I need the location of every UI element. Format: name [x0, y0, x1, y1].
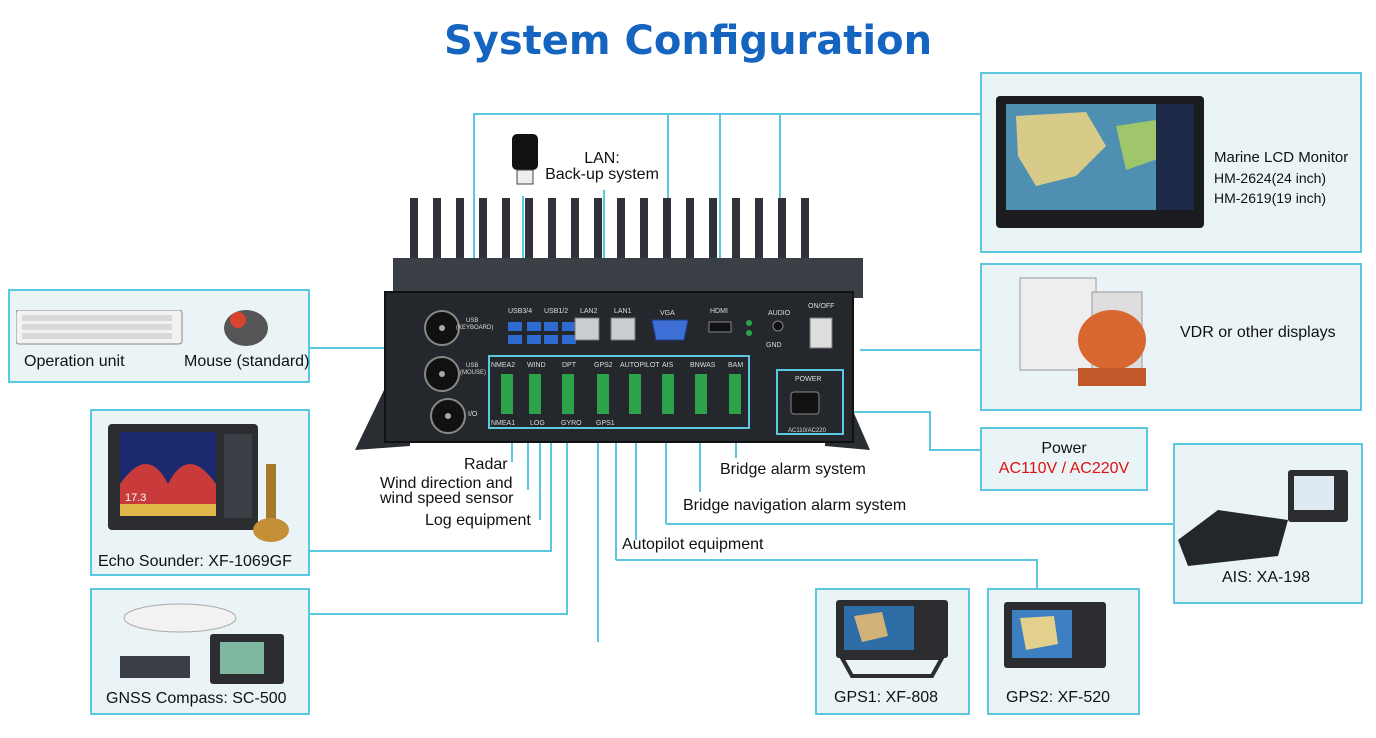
terminal-dpt-label: DPT — [562, 362, 576, 369]
echo-sounder-icon — [108, 424, 289, 542]
gps1-label: GPS1: XF-808 — [834, 689, 939, 706]
vdr-icon — [1019, 277, 1146, 386]
callout-bridge-nav: Bridge navigation alarm system — [683, 497, 907, 514]
callout-autopilot: Autopilot equipment — [622, 536, 764, 553]
monitor-model-19: HM-2619(19 inch) — [1214, 190, 1327, 206]
echo-depth-readout: 17.3 — [125, 492, 147, 504]
terminal-bam-label: BAM — [728, 362, 744, 369]
marine-computer-unit — [355, 198, 870, 450]
terminal-gps2-label: GPS2 — [594, 362, 613, 369]
port-lan2-label: LAN2 — [580, 308, 598, 315]
port-gnd-label: GND — [766, 342, 782, 349]
terminal-wind-label: WIND — [527, 362, 546, 369]
port-onoff-label: ON/OFF — [808, 303, 835, 310]
mouse-icon — [224, 310, 268, 346]
terminal-log-label: LOG — [530, 420, 545, 427]
port-io-label: I/O — [468, 411, 478, 418]
mouse-label: Mouse (standard) — [184, 353, 310, 370]
callout-bridge-alarm: Bridge alarm system — [720, 461, 866, 478]
terminal-gps1-label: GPS1 — [596, 420, 615, 427]
port-usb12-label: USB1/2 — [544, 308, 569, 315]
echo-sounder-label: Echo Sounder: XF-1069GF — [98, 553, 292, 570]
terminal-bnwas-label: BNWAS — [690, 362, 716, 369]
terminal-gyro-label: GYRO — [561, 420, 582, 427]
port-power-label: POWER — [795, 376, 822, 383]
terminal-nmea2-label: NMEA2 — [491, 362, 516, 369]
gps2-label: GPS2: XF-520 — [1006, 689, 1111, 706]
gnss-compass-icon — [120, 603, 284, 684]
port-acpower-label: AC110/AC220 — [788, 428, 826, 434]
lan-label-backup: Back-up system — [545, 166, 659, 183]
callout-radar: Radar — [464, 456, 508, 473]
power-box — [980, 427, 1148, 491]
port-hdmi-label: HDMI — [710, 308, 728, 315]
ais-label: AIS: XA-198 — [1222, 569, 1311, 586]
port-usb-kb-label: USB — [466, 318, 479, 324]
port-usb34-label: USB3/4 — [508, 308, 533, 315]
monitor-model-24: HM-2624(24 inch) — [1214, 170, 1327, 186]
gps1-icon — [836, 600, 948, 678]
port-vga-label: VGA — [660, 310, 675, 317]
port-usb-ms-sub-label: (MOUSE) — [460, 370, 486, 376]
vdr-label: VDR or other displays — [1180, 324, 1336, 341]
keyboard-icon — [16, 310, 183, 345]
usb-dongle-icon — [512, 134, 538, 185]
power-label: Power — [1041, 440, 1087, 457]
monitor-name: Marine LCD Monitor — [1214, 149, 1349, 166]
page-title: System Configuration — [443, 18, 933, 64]
terminal-ais-label: AIS — [662, 362, 674, 369]
callout-wind-line1: Wind direction and — [380, 475, 513, 492]
gnss-compass-label: GNSS Compass: SC-500 — [106, 690, 287, 707]
callout-wind-line2: wind speed sensor — [380, 490, 514, 507]
ais-icon — [1178, 470, 1348, 566]
operation-unit-label: Operation unit — [24, 353, 125, 370]
terminal-autopilot-label: AUTOPILOT — [620, 362, 660, 369]
callout-log: Log equipment — [425, 512, 531, 529]
gps2-icon — [1004, 602, 1106, 668]
port-audio-label: AUDIO — [768, 310, 791, 317]
port-usb-ms-label: USB — [466, 363, 479, 369]
power-spec: AC110V / AC220V — [998, 460, 1130, 477]
port-lan1-label: LAN1 — [614, 308, 632, 315]
port-usb-kb-sub-label: (KEYBOARD) — [456, 325, 494, 331]
terminal-nmea1-label: NMEA1 — [491, 420, 516, 427]
lcd-monitor-icon — [996, 96, 1204, 228]
lan-label-title: LAN: — [584, 150, 620, 167]
